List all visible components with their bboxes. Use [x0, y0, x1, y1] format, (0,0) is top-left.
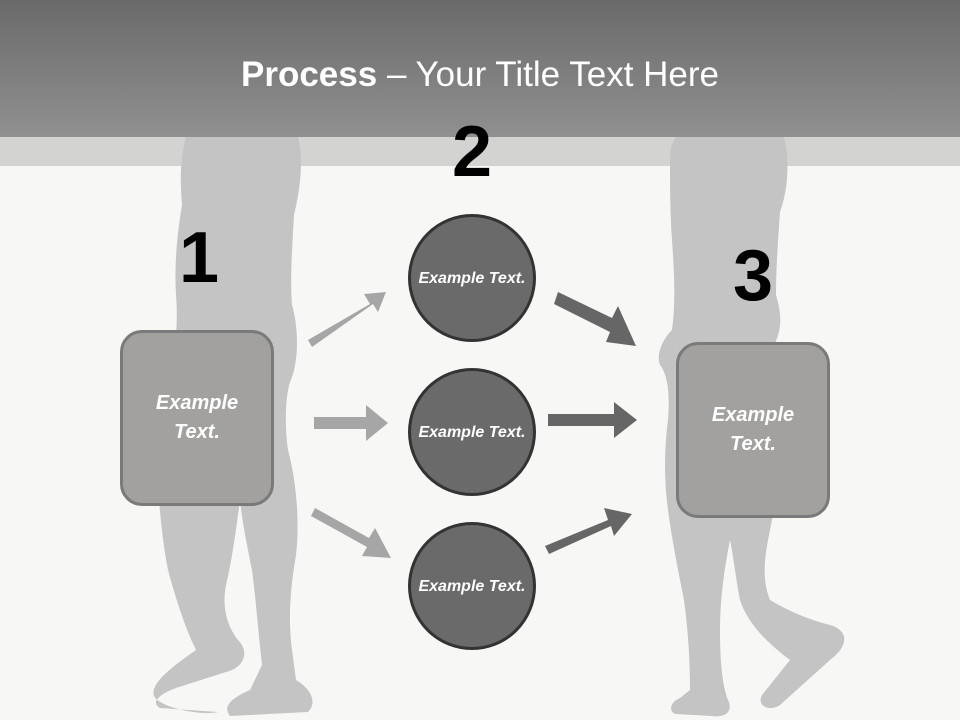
step-number-1: 1 [178, 218, 220, 298]
circle-bottom-text: Example Text. [418, 577, 526, 595]
arrow-down-right-right-icon [554, 292, 636, 346]
step-number-2: 2 [451, 112, 493, 192]
step-3-text: Example Text. [711, 404, 795, 455]
slide-title: Process – Your Title Text Here [0, 52, 960, 98]
circle-bottom[interactable]: Example Text. [408, 522, 536, 650]
circle-middle-text: Example Text. [418, 423, 526, 441]
arrow-right-left-icon [314, 405, 388, 441]
arrow-down-right-left-icon [311, 508, 391, 558]
step-1-box[interactable]: Example Text. [120, 330, 274, 506]
arrow-right-right-icon [548, 402, 637, 438]
title-rest: – Your Title Text Here [377, 55, 719, 94]
step-3-box[interactable]: Example Text. [676, 342, 830, 518]
circle-middle[interactable]: Example Text. [408, 368, 536, 496]
circle-top[interactable]: Example Text. [408, 214, 536, 342]
title-bold: Process [241, 55, 378, 94]
header-sub-band [0, 137, 960, 166]
circle-top-text: Example Text. [418, 269, 526, 287]
step-number-3: 3 [732, 236, 774, 316]
arrow-up-right-right-icon [545, 508, 632, 554]
arrow-up-right-left-icon [308, 292, 386, 347]
header-band [0, 0, 960, 137]
step-1-text: Example Text. [155, 392, 239, 443]
